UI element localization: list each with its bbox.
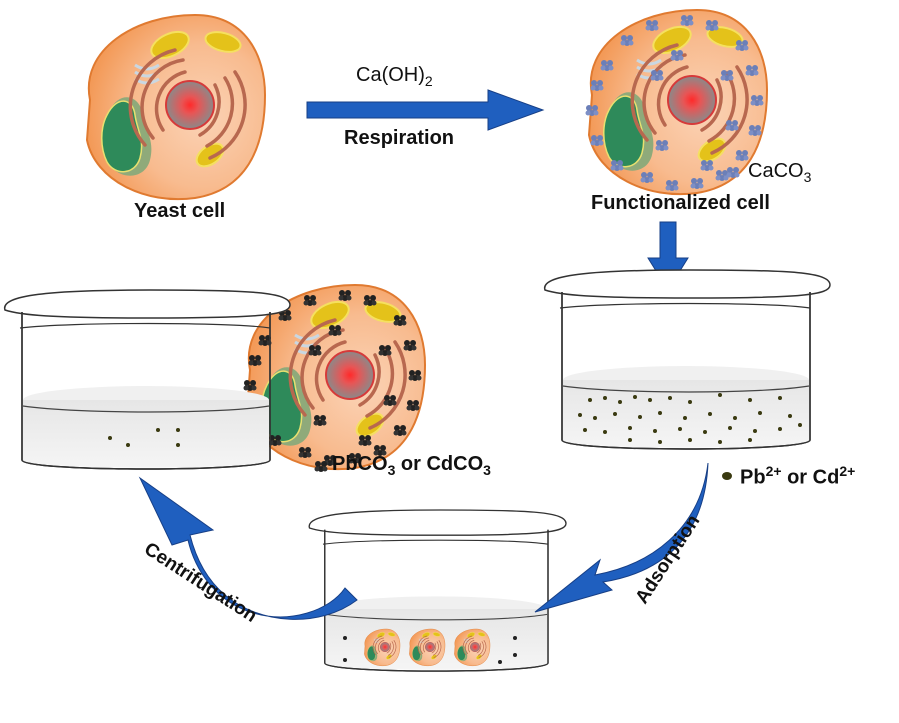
cdco3-text: or CdCO bbox=[395, 453, 484, 475]
respiration-arrow bbox=[306, 89, 545, 131]
pbco3-subscript: 3 bbox=[387, 462, 396, 478]
pb-superscript: 2+ bbox=[765, 463, 782, 479]
top-arrow-process: Respiration bbox=[344, 127, 455, 149]
functionalized-cell-label: Functionalized cell bbox=[591, 192, 770, 214]
pbco3-text: PbCO bbox=[332, 453, 388, 475]
reagent-text: Ca(OH) bbox=[356, 64, 425, 86]
caco3-text: CaCO bbox=[748, 160, 804, 182]
caco3-subscript: 3 bbox=[803, 169, 812, 185]
reagent-subscript: 2 bbox=[424, 73, 433, 89]
ion-legend-icon bbox=[722, 472, 732, 480]
cdco3-subscript: 3 bbox=[483, 462, 491, 478]
pb-text: Pb bbox=[740, 466, 766, 489]
cd-superscript: 2+ bbox=[839, 463, 856, 479]
pbco3-legend: PbCO3 or CdCO3 bbox=[332, 453, 491, 478]
cd-text: or Cd bbox=[781, 466, 840, 489]
centrifugation-arrow bbox=[138, 476, 358, 620]
functionalized-cell bbox=[585, 8, 769, 196]
beaker-clean bbox=[3, 289, 291, 470]
beaker-ions bbox=[543, 269, 831, 450]
adsorption-arrow bbox=[534, 462, 709, 613]
mini-cells bbox=[364, 628, 491, 667]
caco3-legend: CaCO3 bbox=[748, 160, 811, 185]
yeast-cell-label: Yeast cell bbox=[134, 200, 226, 222]
ion-legend: Pb2+ or Cd2+ bbox=[740, 463, 855, 490]
centrifugation-label: Centrifugation bbox=[140, 539, 260, 627]
yeast-cell bbox=[85, 13, 267, 201]
ion-particles bbox=[578, 393, 802, 444]
top-arrow-reagent: Ca(OH)2 bbox=[356, 64, 433, 89]
beaker-mixture bbox=[308, 509, 567, 672]
